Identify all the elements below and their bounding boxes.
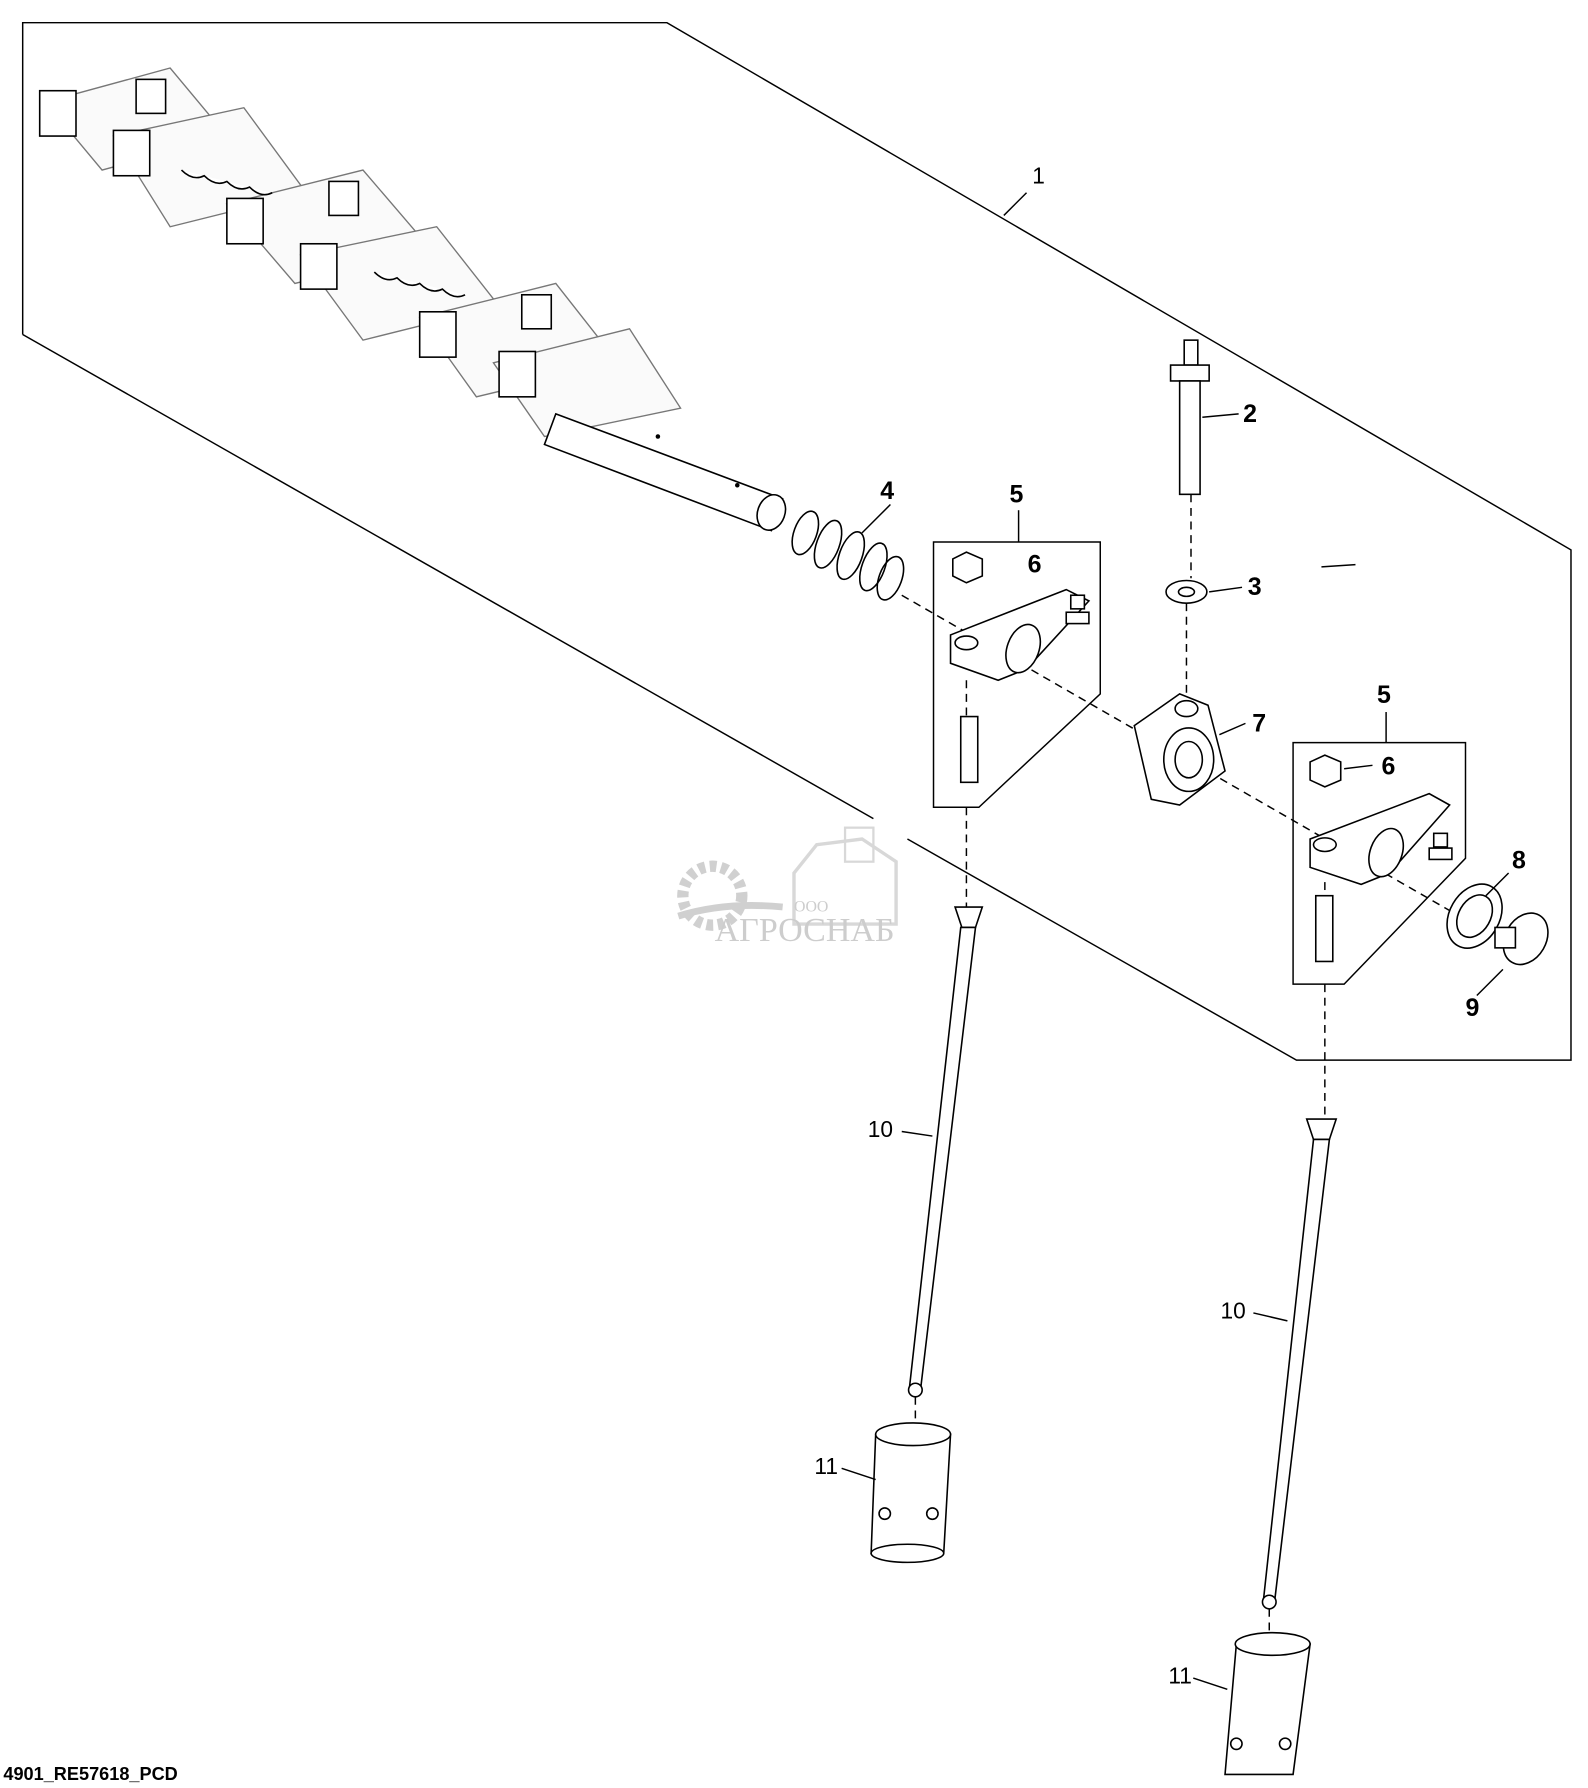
spring xyxy=(791,510,905,601)
callout-7: 7 xyxy=(1252,709,1266,737)
callout-11-left: 11 xyxy=(814,1453,838,1479)
rocker-arm-assembly xyxy=(38,67,787,532)
callout-10-right: 10 xyxy=(1220,1298,1245,1324)
drawing-code: 4901_RE57618_PCD xyxy=(3,1764,177,1784)
callout-3: 3 xyxy=(1248,573,1262,601)
svg-text:ООО: ООО xyxy=(794,899,828,916)
rocker-kit-box-right xyxy=(1292,741,1467,985)
callout-5-right: 5 xyxy=(1377,681,1391,709)
callout-11-right: 11 xyxy=(1168,1663,1192,1689)
callout-8: 8 xyxy=(1512,846,1526,874)
callout-4: 4 xyxy=(880,477,894,505)
assembly-outline-lower xyxy=(22,333,874,820)
assembly-outline xyxy=(21,21,1572,1061)
callout-6-right: 6 xyxy=(1382,752,1396,780)
svg-text:АГРОСНАБ: АГРОСНАБ xyxy=(715,912,895,949)
callout-6-left: 6 xyxy=(1028,551,1042,579)
callout-5-left: 5 xyxy=(1010,480,1024,508)
rocker-kit-box-left xyxy=(932,541,1101,809)
agrosnab-watermark: ООО АГРОСНАБ xyxy=(677,826,898,949)
callout-9: 9 xyxy=(1465,994,1479,1022)
callout-10-left: 10 xyxy=(868,1116,893,1142)
callout-1: 1 xyxy=(1032,163,1045,189)
callout-2: 2 xyxy=(1243,400,1257,428)
